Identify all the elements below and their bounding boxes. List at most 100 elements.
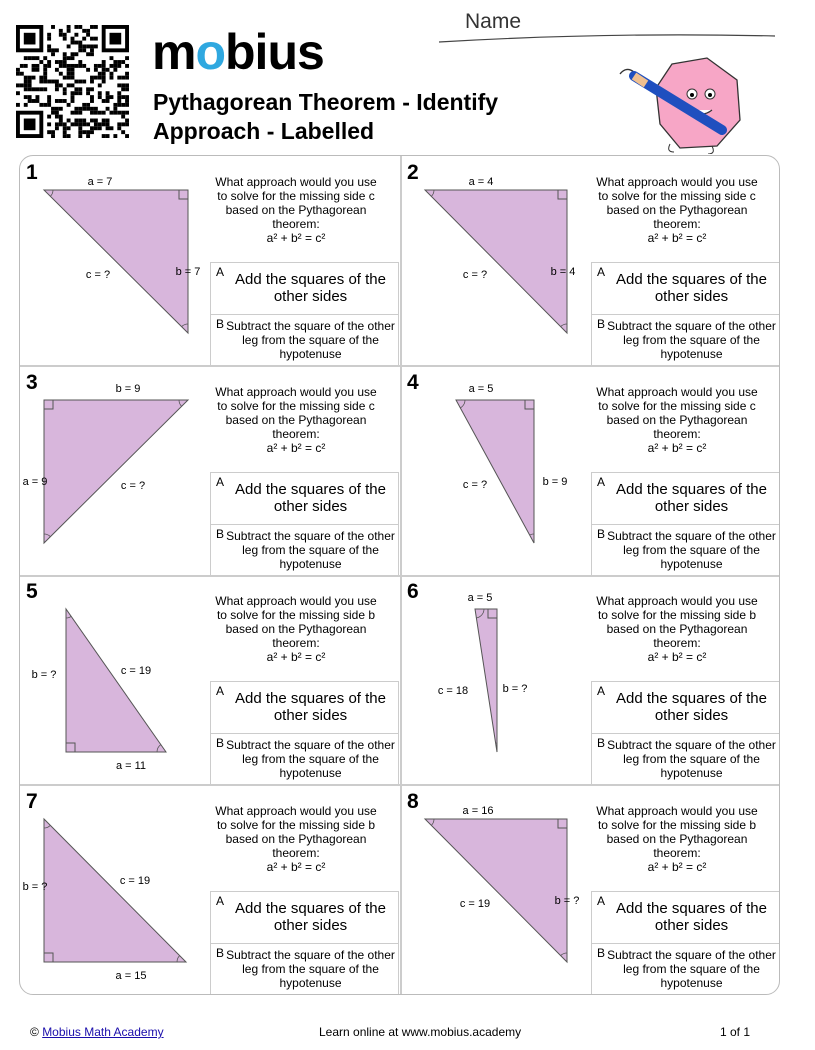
right-angle-marker bbox=[557, 818, 567, 828]
option-b-letter: B bbox=[597, 945, 606, 960]
qr-code bbox=[16, 25, 129, 138]
option-a-choice[interactable]: A Add the squares of the other sides bbox=[210, 681, 399, 734]
logo-o-accent: o bbox=[195, 24, 226, 80]
side-label: a = 9 bbox=[23, 476, 48, 488]
option-a-letter: A bbox=[597, 893, 606, 908]
side-label: c = 18 bbox=[438, 685, 468, 697]
triangle-diagram: a = 7b = 7c = ? bbox=[42, 176, 200, 335]
triangle-diagram: a = 16 c = 19 b = ? bbox=[423, 805, 580, 963]
right-angle-marker bbox=[44, 399, 54, 409]
option-a-letter: A bbox=[597, 474, 606, 489]
question-prompt: What approach would you use to solve for… bbox=[591, 175, 763, 245]
formula: a² + b² = c² bbox=[647, 440, 707, 455]
question-prompt: What approach would you use to solve for… bbox=[210, 594, 382, 664]
page-number: 1 of 1 bbox=[720, 1025, 751, 1039]
option-a-text: Add the squares of the other sides bbox=[235, 690, 386, 724]
name-label: Name bbox=[465, 10, 522, 33]
option-a-letter: A bbox=[597, 265, 606, 279]
side-label: b = 4 bbox=[551, 266, 576, 278]
problem-number: 2 bbox=[407, 161, 419, 184]
side-label: a = 7 bbox=[88, 176, 113, 188]
side-label: c = 19 bbox=[121, 665, 151, 677]
row-divider bbox=[20, 575, 779, 577]
side-label: c = ? bbox=[463, 269, 487, 281]
right-triangle bbox=[423, 818, 568, 963]
question-text: What approach would you use to solve for… bbox=[596, 594, 758, 650]
option-a-choice[interactable]: A Add the squares of the other sides bbox=[591, 262, 779, 315]
option-b-letter: B bbox=[216, 317, 225, 331]
option-b-letter: B bbox=[597, 317, 606, 331]
problem-number: 1 bbox=[26, 161, 38, 184]
side-label: b = 9 bbox=[543, 476, 568, 488]
mobius-academy-link[interactable]: Mobius Math Academy bbox=[42, 1025, 164, 1039]
question-text: What approach would you use to solve for… bbox=[215, 384, 377, 441]
row-divider bbox=[20, 365, 779, 367]
option-a-text: Add the squares of the other sides bbox=[616, 271, 767, 305]
formula: a² + b² = c² bbox=[266, 440, 326, 455]
option-a-text: Add the squares of the other sides bbox=[616, 690, 767, 724]
formula: a² + b² = c² bbox=[266, 231, 326, 245]
side-label: c = ? bbox=[463, 479, 487, 491]
option-b-text: Subtract the square of the other leg fro… bbox=[607, 528, 776, 571]
problem-number: 4 bbox=[407, 370, 419, 394]
right-triangle bbox=[455, 399, 535, 543]
right-angle-marker bbox=[66, 742, 76, 752]
right-triangle bbox=[43, 817, 188, 962]
option-b-letter: B bbox=[597, 526, 606, 541]
side-label: a = 5 bbox=[468, 592, 493, 604]
question-text: What approach would you use to solve for… bbox=[215, 803, 377, 860]
option-a-letter: A bbox=[216, 265, 225, 279]
question-text: What approach would you use to solve for… bbox=[215, 175, 377, 231]
option-b-letter: B bbox=[597, 736, 606, 750]
option-b-letter: B bbox=[216, 526, 225, 541]
side-label: c = 19 bbox=[460, 898, 490, 910]
problem-number: 7 bbox=[26, 789, 38, 813]
side-label: b = ? bbox=[555, 895, 580, 907]
right-angle-marker bbox=[524, 399, 534, 409]
side-label: a = 16 bbox=[463, 805, 494, 817]
triangle-diagram: a = 4b = 4c = ? bbox=[423, 176, 576, 335]
question-text: What approach would you use to solve for… bbox=[596, 175, 758, 231]
problem-number: 3 bbox=[26, 370, 38, 394]
right-angle-marker bbox=[487, 609, 497, 619]
side-label: a = 5 bbox=[469, 383, 494, 395]
question-text: What approach would you use to solve for… bbox=[596, 384, 758, 441]
mobius-logo: mobius bbox=[152, 24, 325, 80]
question-prompt: What approach would you use to solve for… bbox=[591, 804, 763, 874]
option-b-text: Subtract the square of the other leg fro… bbox=[607, 738, 776, 780]
footer-copyright: © Mobius Math Academy bbox=[30, 1025, 164, 1039]
option-a-letter: A bbox=[216, 474, 225, 489]
question-text: What approach would you use to solve for… bbox=[596, 803, 758, 860]
option-b-text: Subtract the square of the other leg fro… bbox=[226, 319, 395, 361]
option-a-letter: A bbox=[216, 684, 225, 698]
side-label: c = 19 bbox=[120, 875, 150, 887]
footer-learn-online: Learn online at www.mobius.academy bbox=[319, 1025, 522, 1039]
option-a-text: Add the squares of the other sides bbox=[235, 899, 386, 934]
option-b-letter: B bbox=[216, 945, 225, 960]
side-label: b = ? bbox=[23, 881, 48, 893]
right-triangle bbox=[42, 189, 189, 335]
